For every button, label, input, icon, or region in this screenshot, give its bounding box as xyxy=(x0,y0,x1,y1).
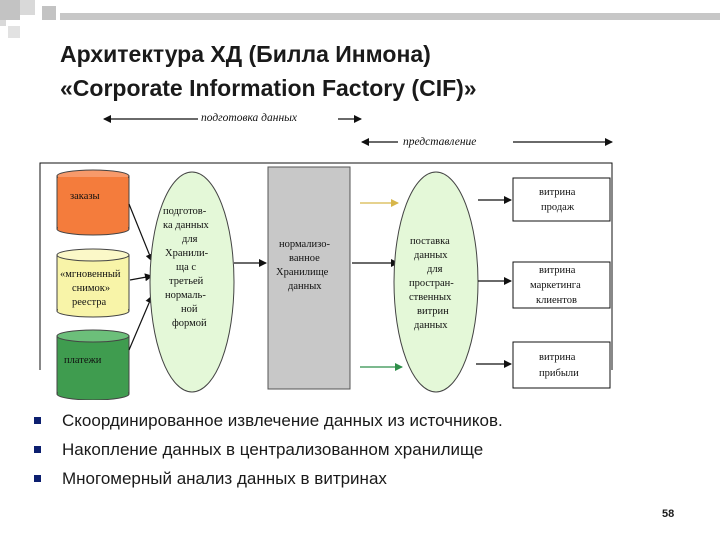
title-line-1: Архитектура ХД (Билла Инмона) xyxy=(60,41,431,67)
decor-square xyxy=(0,20,6,26)
deliver-line: ственных xyxy=(409,292,452,303)
mart-profit-line: прибыли xyxy=(539,368,579,379)
source-orders-label: заказы xyxy=(70,191,100,202)
page-number: 58 xyxy=(662,508,675,520)
source-snapshot-label-1: «мгновенный xyxy=(60,269,121,280)
deliver-line: витрин xyxy=(417,306,449,317)
prep-line: подготов- xyxy=(163,206,207,217)
prep-line: для xyxy=(182,234,198,245)
bullet-text: Накопление данных в централизованном хра… xyxy=(62,440,484,459)
preparation-oval: подготов- ка данных для Хранили- ща с тр… xyxy=(149,171,235,393)
prep-line: ка данных xyxy=(163,220,210,231)
phase-label-presentation: представление xyxy=(403,136,476,148)
deliver-line: данных xyxy=(414,320,448,331)
slide-title: Архитектура ХД (Билла Инмона) «Corporate… xyxy=(60,37,477,105)
mart-profit-box: витрина прибыли xyxy=(512,341,611,389)
source-payments-label: платежи xyxy=(64,355,102,366)
bullet-item: Многомерный анализ данных в витринах xyxy=(34,464,503,493)
phase-label-preparation-text: подготовка данных xyxy=(201,112,298,124)
cif-diagram: подготовка данных подготовка данных пред… xyxy=(39,110,613,400)
prep-line: ной xyxy=(181,304,198,315)
deliver-line: простран- xyxy=(409,278,454,289)
mart-marketing-line: клиентов xyxy=(536,295,577,306)
corner-decoration xyxy=(0,0,720,40)
bullet-square-icon xyxy=(34,417,41,424)
decor-square xyxy=(42,6,56,20)
bullet-item: Накопление данных в централизованном хра… xyxy=(34,435,503,464)
title-line-2: «Corporate Information Factory (CIF)» xyxy=(60,75,477,101)
prep-line: Хранили- xyxy=(165,248,209,259)
prep-line: формой xyxy=(172,318,207,329)
source-snapshot-cylinder: «мгновенный снимок» реестра xyxy=(56,248,130,318)
mart-sales-box: витрина продаж xyxy=(512,177,611,222)
mart-sales-line: продаж xyxy=(541,202,575,213)
bullet-list: Скоординированное извлечение данных из и… xyxy=(34,406,503,493)
decor-square xyxy=(0,0,20,20)
prep-line: ща с xyxy=(176,262,196,273)
source-snapshot-label-2: снимок» xyxy=(72,283,110,294)
deliver-line: данных xyxy=(414,250,448,261)
deliver-line: для xyxy=(427,264,443,275)
mart-marketing-box: витрина маркетинга клиентов xyxy=(512,261,611,309)
source-snapshot-label-3: реестра xyxy=(72,297,106,308)
warehouse-box: нормализо- ванное Хранилище данных xyxy=(267,166,351,390)
warehouse-line: Хранилище xyxy=(276,267,329,278)
bullet-item: Скоординированное извлечение данных из и… xyxy=(34,406,503,435)
prep-line: третьей xyxy=(169,276,204,287)
mart-profit-line: витрина xyxy=(539,352,576,363)
decor-square xyxy=(8,26,20,38)
bullet-text: Многомерный анализ данных в витринах xyxy=(62,469,387,488)
warehouse-line: данных xyxy=(288,281,322,292)
warehouse-line: ванное xyxy=(289,253,320,264)
mart-marketing-line: витрина xyxy=(539,265,576,276)
bullet-square-icon xyxy=(34,446,41,453)
source-payments-cylinder: платежи xyxy=(56,329,130,400)
source-orders-cylinder: заказы xyxy=(56,169,130,236)
header-bar xyxy=(60,13,720,20)
warehouse-line: нормализо- xyxy=(279,239,330,250)
mart-sales-line: витрина xyxy=(539,187,576,198)
deliver-line: поставка xyxy=(410,236,450,247)
mart-marketing-line: маркетинга xyxy=(530,280,581,291)
bullet-square-icon xyxy=(34,475,41,482)
delivery-oval: поставка данных для простран- ственных в… xyxy=(393,171,479,393)
prep-line: нормаль- xyxy=(165,290,206,301)
bullet-text: Скоординированное извлечение данных из и… xyxy=(62,411,503,430)
decor-square xyxy=(20,0,35,15)
